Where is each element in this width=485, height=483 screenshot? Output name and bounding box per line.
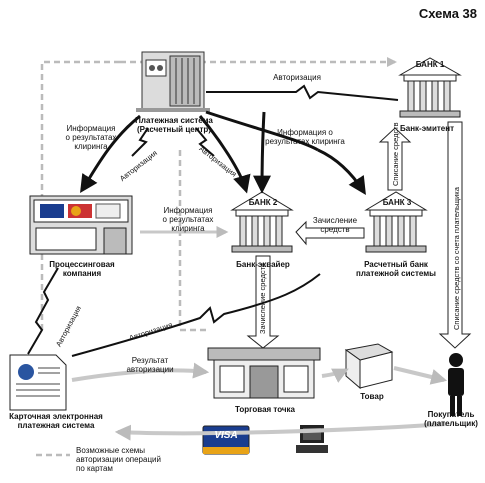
payment-system-server xyxy=(136,51,210,112)
goods-box xyxy=(344,343,394,390)
shop-building xyxy=(207,347,321,399)
bank2-role-label: Банк-эквайер xyxy=(236,260,290,269)
zigzag-lines xyxy=(27,84,399,357)
clearing-mid-label: Информация о результатах клиринга xyxy=(162,206,214,233)
payment-system-label: Платежная система (Расчетный центр) xyxy=(135,116,213,134)
clearing-left-label: Информация о результатах клиринга xyxy=(65,124,117,151)
scheme-title: Схема 38 xyxy=(418,6,477,21)
bank3-role-label: Расчетный банк платежной системы xyxy=(356,260,436,278)
gray-arrows xyxy=(71,226,448,441)
buyer-label: Покупатель (плательщик) xyxy=(424,410,478,428)
bank1-role-label: Банк-эмитент xyxy=(400,124,454,133)
visa-logo-text: VISA xyxy=(214,430,238,441)
auth-result-label: Результат авторизации xyxy=(126,356,174,374)
processing-label: Процессинговая компания xyxy=(49,260,115,278)
goods-label: Товар xyxy=(360,392,384,401)
arrow-bank3-bank1 xyxy=(378,127,412,191)
debit-funds-label: Списание средств xyxy=(391,122,400,186)
shop-label: Торговая точка xyxy=(234,405,296,414)
bank1-box-label: БАНК 1 xyxy=(415,60,445,69)
bank1-building xyxy=(398,57,462,118)
auth-top-label: Авторизация xyxy=(273,73,321,82)
dashed-left xyxy=(40,60,120,330)
card-document xyxy=(9,354,67,411)
bank2-box-label: БАНК 2 xyxy=(248,198,278,207)
buyer-person xyxy=(448,353,464,416)
bank3-building xyxy=(364,191,428,253)
credit-funds-v-label: Зачисление средств xyxy=(258,263,267,334)
card-system-label: Карточная электронная платежная система xyxy=(9,412,103,430)
arrow-bank3-bank2 xyxy=(295,220,365,246)
debit-payer-label: Списание средств со счета плательщика xyxy=(452,187,461,330)
processing-company-building xyxy=(29,195,133,255)
arrow-bank1-buyer xyxy=(438,121,472,349)
legend-text: Возможные схемы авторизации операций по … xyxy=(76,446,161,473)
black-arrows xyxy=(80,110,366,196)
clearing-right-label: Информация о результатах клиринга xyxy=(265,128,345,146)
bank3-box-label: БАНК 3 xyxy=(382,198,412,207)
dashed-mid xyxy=(178,150,210,332)
credit-funds-h-label: Зачисление средств xyxy=(312,216,358,234)
bank2-building xyxy=(230,191,294,253)
